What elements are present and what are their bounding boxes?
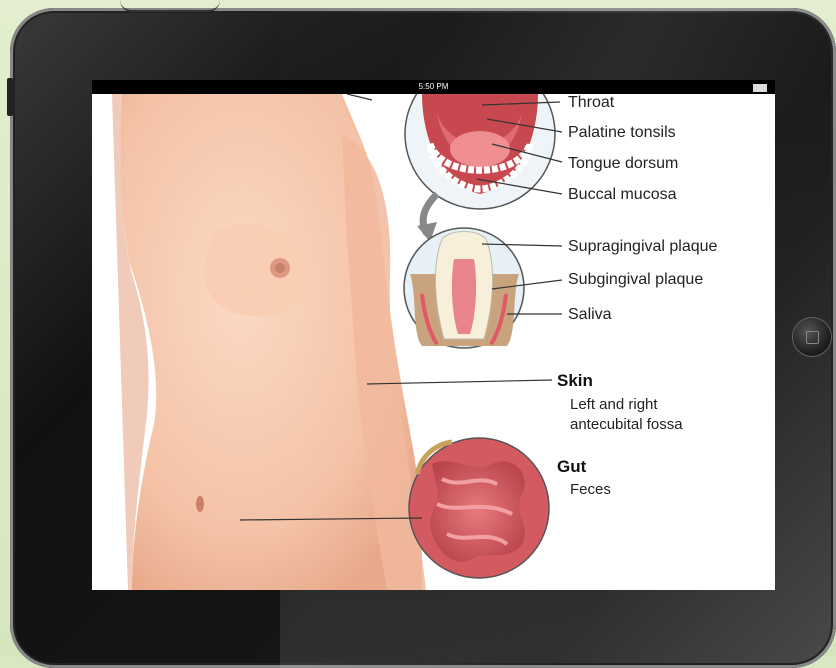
gut-heading: Gut <box>557 457 586 477</box>
tablet-screen: 5:50 PM <box>92 80 775 590</box>
status-bar: 5:50 PM <box>92 80 775 94</box>
tooth-inset <box>404 228 524 348</box>
side-button[interactable] <box>7 78 13 116</box>
label-saliva: Saliva <box>568 306 612 324</box>
tablet-top-edge <box>120 0 220 12</box>
label-supragingival-plaque: Supragingival plaque <box>568 238 717 256</box>
home-square-icon <box>806 331 819 344</box>
skin-detail-line2: antecubital fossa <box>570 416 683 433</box>
label-buccal-mucosa: Buccal mucosa <box>568 186 677 204</box>
label-palatine-tonsils: Palatine tonsils <box>568 124 676 142</box>
gut-detail: Feces <box>570 481 611 498</box>
status-time: 5:50 PM <box>419 82 449 91</box>
battery-icon <box>753 84 767 92</box>
label-subgingival-plaque: Subgingival plaque <box>568 271 703 289</box>
home-button[interactable] <box>793 318 831 356</box>
mouth-inset <box>405 94 555 209</box>
torso <box>112 94 426 590</box>
skin-detail-line1: Left and right <box>570 396 658 413</box>
label-tongue-dorsum: Tongue dorsum <box>568 155 678 173</box>
skin-heading: Skin <box>557 371 593 391</box>
label-throat: Throat <box>568 94 614 112</box>
gut-inset <box>409 438 549 578</box>
